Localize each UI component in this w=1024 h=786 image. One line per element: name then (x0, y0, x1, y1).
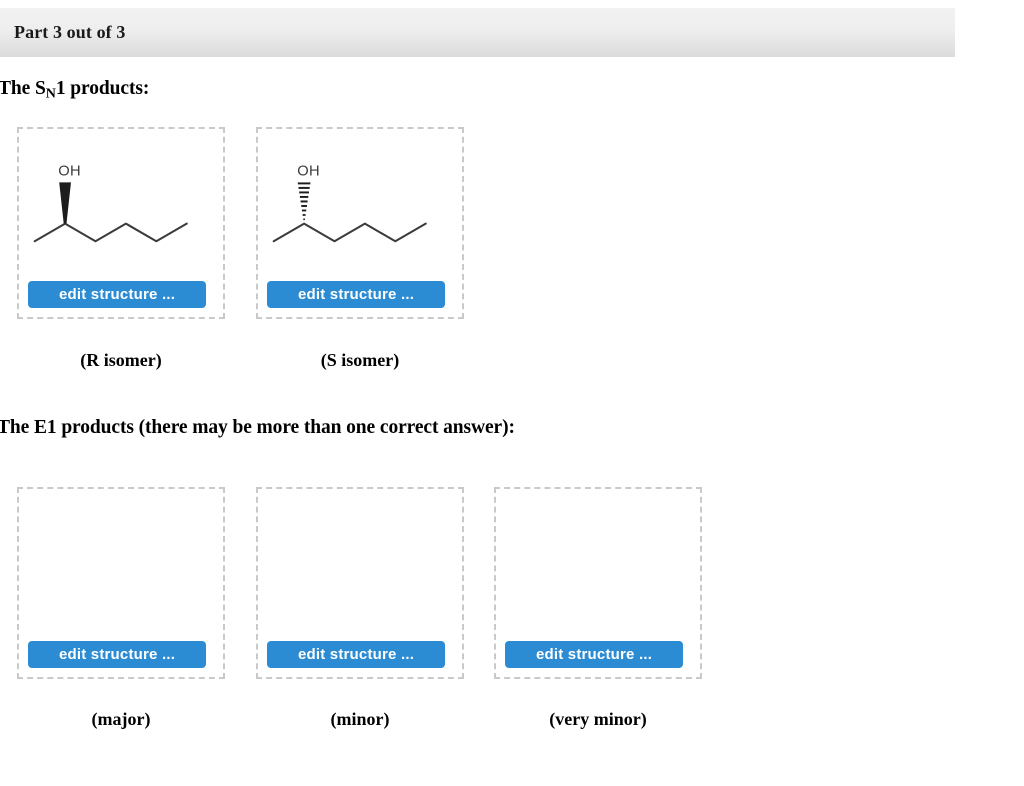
part-title: Part 3 out of 3 (14, 22, 126, 42)
sn1-heading-suffix: 1 products: (55, 78, 150, 99)
sn1-heading-subscript: N (45, 85, 56, 102)
caption-minor: (minor) (330, 709, 390, 729)
e1-section-heading: The E1 products (there may be more than … (0, 417, 515, 438)
caption-major: (major) (91, 709, 151, 729)
edit-structure-button-major[interactable]: edit structure ... (28, 641, 206, 668)
caption-s-isomer: (S isomer) (320, 350, 400, 370)
caption-r-isomer: (R isomer) (80, 350, 162, 370)
hydroxyl-label: OH (297, 164, 320, 180)
answer-box-s-isomer[interactable]: OH edit structure ... (256, 127, 464, 319)
sn1-section-heading: The SN1 products: (0, 78, 149, 103)
edit-structure-button-minor[interactable]: edit structure ... (267, 641, 445, 668)
part-header-bar: Part 3 out of 3 (0, 8, 955, 57)
edit-structure-button-s-isomer[interactable]: edit structure ... (267, 281, 445, 308)
answer-box-major[interactable]: edit structure ... (17, 487, 225, 679)
hashed-wedge (297, 182, 311, 221)
hydroxyl-label: OH (58, 164, 81, 180)
answer-box-minor[interactable]: edit structure ... (256, 487, 464, 679)
structure-drawing-s-isomer: OH (272, 164, 427, 243)
caption-very-minor: (very minor) (549, 709, 647, 729)
answer-box-r-isomer[interactable]: OH edit structure ... (17, 127, 225, 319)
sn1-heading-prefix: The S (0, 78, 46, 99)
answer-box-very-minor[interactable]: edit structure ... (494, 487, 702, 679)
edit-structure-button-r-isomer[interactable]: edit structure ... (28, 281, 206, 308)
edit-structure-button-very-minor[interactable]: edit structure ... (505, 641, 683, 668)
structure-drawing-r-isomer: OH (33, 164, 188, 243)
